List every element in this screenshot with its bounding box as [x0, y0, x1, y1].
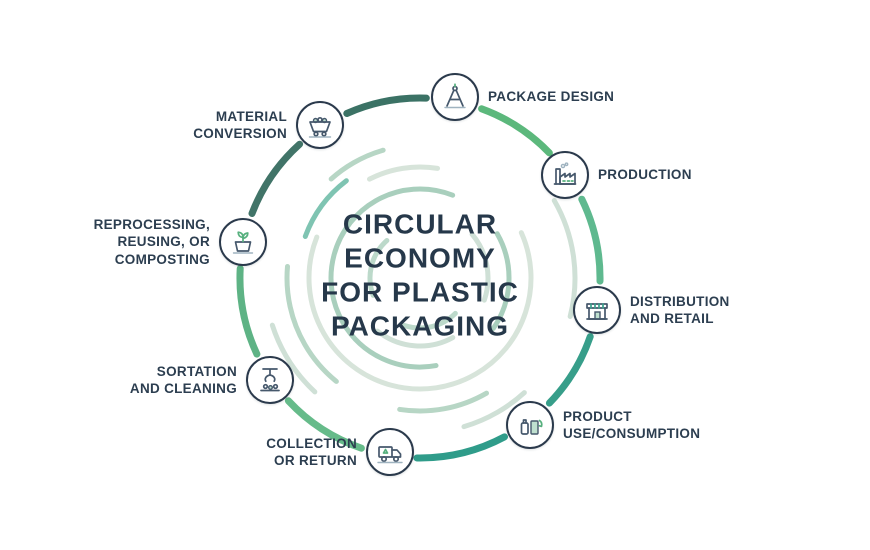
stage-reprocessing-reusing-composting: REPROCESSING, REUSING, OR COMPOSTING: [94, 216, 267, 268]
stage-package-design: PACKAGE DESIGN: [431, 73, 614, 121]
stage-sortation-and-cleaning: SORTATION AND CLEANING: [130, 356, 294, 404]
reprocessing-icon: [219, 217, 267, 266]
arc-package-to-production: [478, 105, 553, 157]
product-use-icon: [506, 401, 554, 449]
stage-label: COLLECTION OR RETURN: [266, 435, 357, 468]
arc-sortation-to-reprocessing: [236, 265, 261, 358]
production-icon: [541, 151, 589, 199]
distribution-retail-icon: [573, 286, 621, 334]
sortation-cleaning-icon: [246, 356, 294, 404]
stage-distribution-and-retail: DISTRIBUTION AND RETAIL: [573, 286, 730, 334]
arc-materialconv-to-package: [343, 94, 430, 117]
stage-label: DISTRIBUTION AND RETAIL: [630, 293, 730, 326]
flow-ring-segments: [236, 94, 604, 462]
stage-production: PRODUCTION: [541, 151, 692, 199]
stage-label: PRODUCT USE/CONSUMPTION: [563, 408, 701, 441]
collection-return-icon: [366, 428, 414, 476]
arc-collection-to-sortation: [284, 397, 365, 452]
arc-production-to-distribution: [578, 195, 604, 285]
arc-distribution-to-productuse: [545, 333, 594, 407]
stage-label: SORTATION AND CLEANING: [129, 363, 237, 396]
stage-label: MATERIAL CONVERSION: [193, 108, 287, 141]
stage-label: PRODUCTION: [598, 167, 692, 183]
stage-label: REPROCESSING, REUSING, OR COMPOSTING: [93, 217, 210, 267]
stage-product-use-consumption: PRODUCT USE/CONSUMPTION: [506, 401, 700, 449]
stage-collection-or-return: COLLECTION OR RETURN: [266, 428, 414, 476]
package-design-icon: [431, 73, 479, 121]
diagram-title: CIRCULAR ECONOMY FOR PLASTIC PACKAGING: [321, 208, 519, 343]
arc-productuse-to-collection: [413, 433, 508, 462]
stage-material-conversion: MATERIAL CONVERSION: [193, 101, 344, 149]
material-conversion-icon: [296, 101, 344, 149]
arc-reprocessing-to-materialconv: [248, 140, 304, 217]
inner-spiral-decoration: [262, 120, 578, 436]
stage-label: PACKAGE DESIGN: [488, 89, 615, 105]
